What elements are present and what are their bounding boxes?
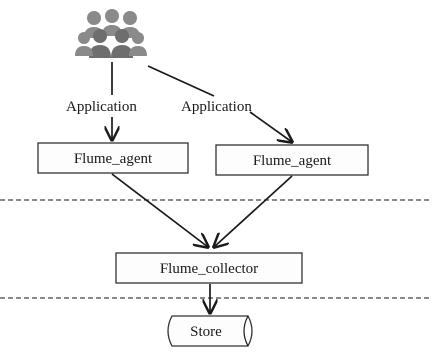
flume-collector-node: Flume_collector <box>115 252 303 284</box>
flume-agent-left-node: Flume_agent <box>37 142 189 174</box>
edge-agent-left-to-collector <box>111 173 208 247</box>
users-group-icon <box>75 9 147 58</box>
store-node: Store <box>167 315 253 347</box>
flume-agent-left-label: Flume_agent <box>74 151 153 167</box>
edge-label-left: Application <box>66 99 137 115</box>
flume-agent-right-label: Flume_agent <box>253 153 332 169</box>
edge-users-to-agent-right <box>147 65 292 142</box>
edge-agent-right-to-collector <box>214 175 293 247</box>
store-label: Store <box>190 324 222 340</box>
flume-collector-label: Flume_collector <box>160 261 258 277</box>
flume-agent-right-node: Flume_agent <box>215 144 369 176</box>
edge-label-right: Application <box>181 99 252 115</box>
